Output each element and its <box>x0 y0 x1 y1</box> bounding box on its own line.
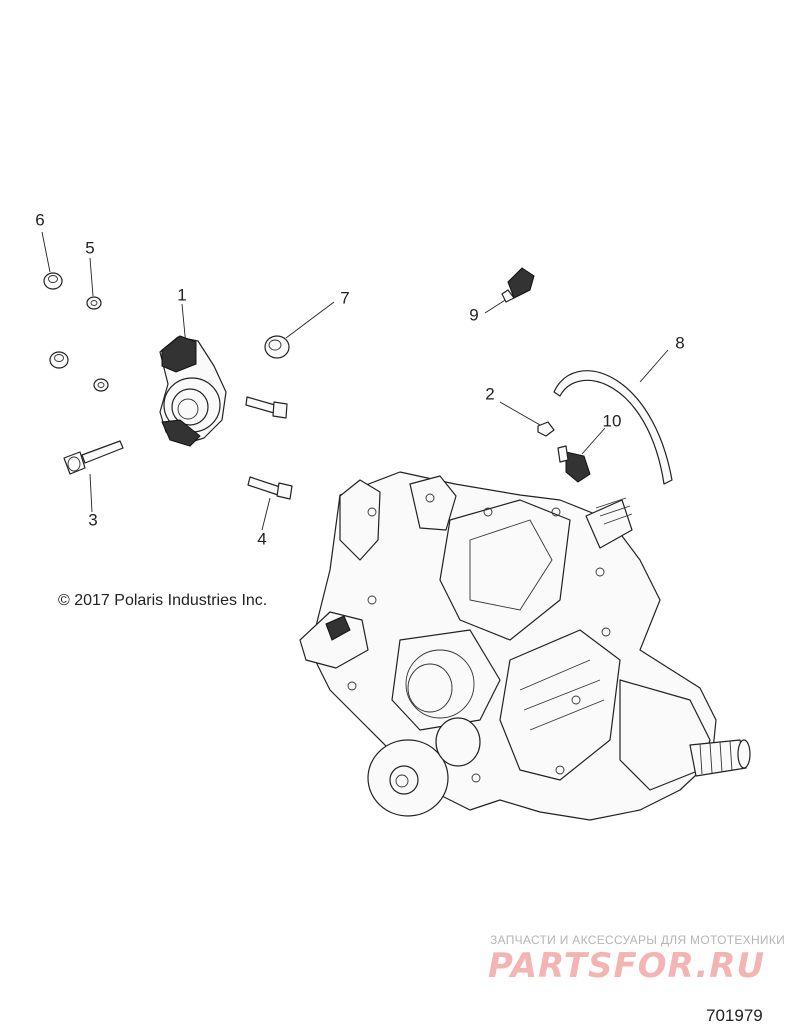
callout-6: 6 <box>35 210 45 230</box>
callout-3: 3 <box>88 510 98 530</box>
callout-10: 10 <box>602 411 622 431</box>
callout-7: 7 <box>340 288 350 308</box>
watermark-logo: PARTSFOR.RU <box>488 946 766 986</box>
nut-lower <box>49 351 69 369</box>
part-4-bolt <box>247 476 293 500</box>
watermark-tagline: ЗАПЧАСТИ И АКСЕССУАРЫ ДЛЯ МОТОТЕХНИКИ <box>490 933 786 947</box>
leader-lines <box>41 231 669 531</box>
callout-9: 9 <box>469 305 479 325</box>
part-5-washer <box>86 296 102 310</box>
figure-number: 701979 <box>706 1006 763 1025</box>
part-2-clip <box>537 421 555 437</box>
bolt-middle <box>245 396 288 419</box>
callout-5: 5 <box>85 238 95 258</box>
part-1-sensor <box>159 335 227 447</box>
callout-2: 2 <box>485 384 495 404</box>
part-9-connector <box>501 267 535 303</box>
transmission-assembly <box>299 471 751 821</box>
part-7-flange-nut <box>264 335 290 359</box>
part-8-hose <box>553 370 673 485</box>
callout-8: 8 <box>675 333 685 353</box>
callout-4: 4 <box>257 529 267 549</box>
copyright-notice: © 2017 Polaris Industries Inc. <box>58 592 268 609</box>
washer-lower <box>93 378 109 392</box>
part-10-connector <box>557 445 591 483</box>
part-3-bolt <box>63 440 124 475</box>
callout-1: 1 <box>177 285 187 305</box>
part-6-flange-nut <box>43 272 63 290</box>
